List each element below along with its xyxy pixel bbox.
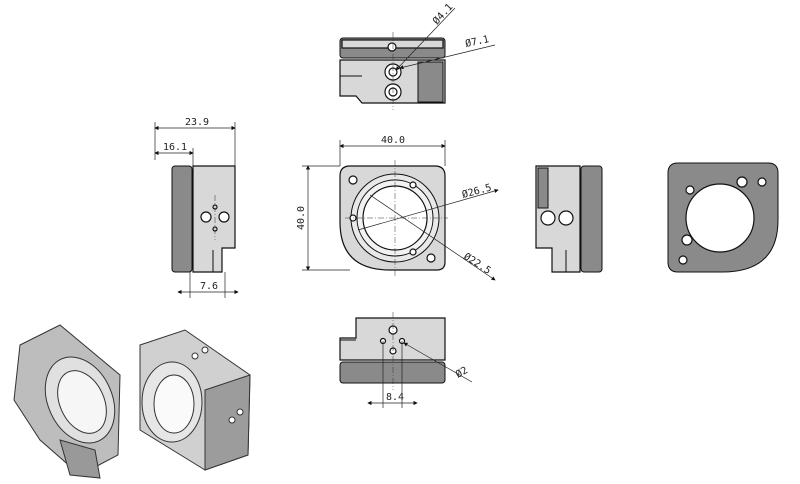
dim-bore-inner: Ø22.5 xyxy=(461,250,493,276)
dim-top-hole-small: Ø4.1 xyxy=(430,1,455,27)
dim-bore-outer: Ø26.5 xyxy=(461,182,493,201)
dim-side-slot-width: 7.6 xyxy=(200,281,218,292)
dim-bottom-hole: Ø2 xyxy=(454,364,470,380)
dim-front-height: 40.0 xyxy=(296,206,307,230)
isometric-view-front xyxy=(139,329,251,471)
dim-top-hole-large: Ø7.1 xyxy=(464,33,490,50)
right-view xyxy=(535,165,603,273)
dim-bottom-spacing: 8.4 xyxy=(386,392,404,403)
dim-side-body-width: 16.1 xyxy=(163,142,187,153)
isometric-view-back xyxy=(13,324,121,479)
dim-side-total-width: 23.9 xyxy=(185,117,209,128)
dim-front-width: 40.0 xyxy=(381,135,405,146)
bottom-view: Ø2 8.4 xyxy=(339,312,473,408)
front-view: 40.0 40.0 Ø26.5 Ø22.5 xyxy=(296,135,499,281)
back-view xyxy=(667,162,779,273)
top-view: Ø4.1 Ø7.1 xyxy=(339,1,496,110)
left-view: 23.9 16.1 7.6 xyxy=(154,117,239,298)
